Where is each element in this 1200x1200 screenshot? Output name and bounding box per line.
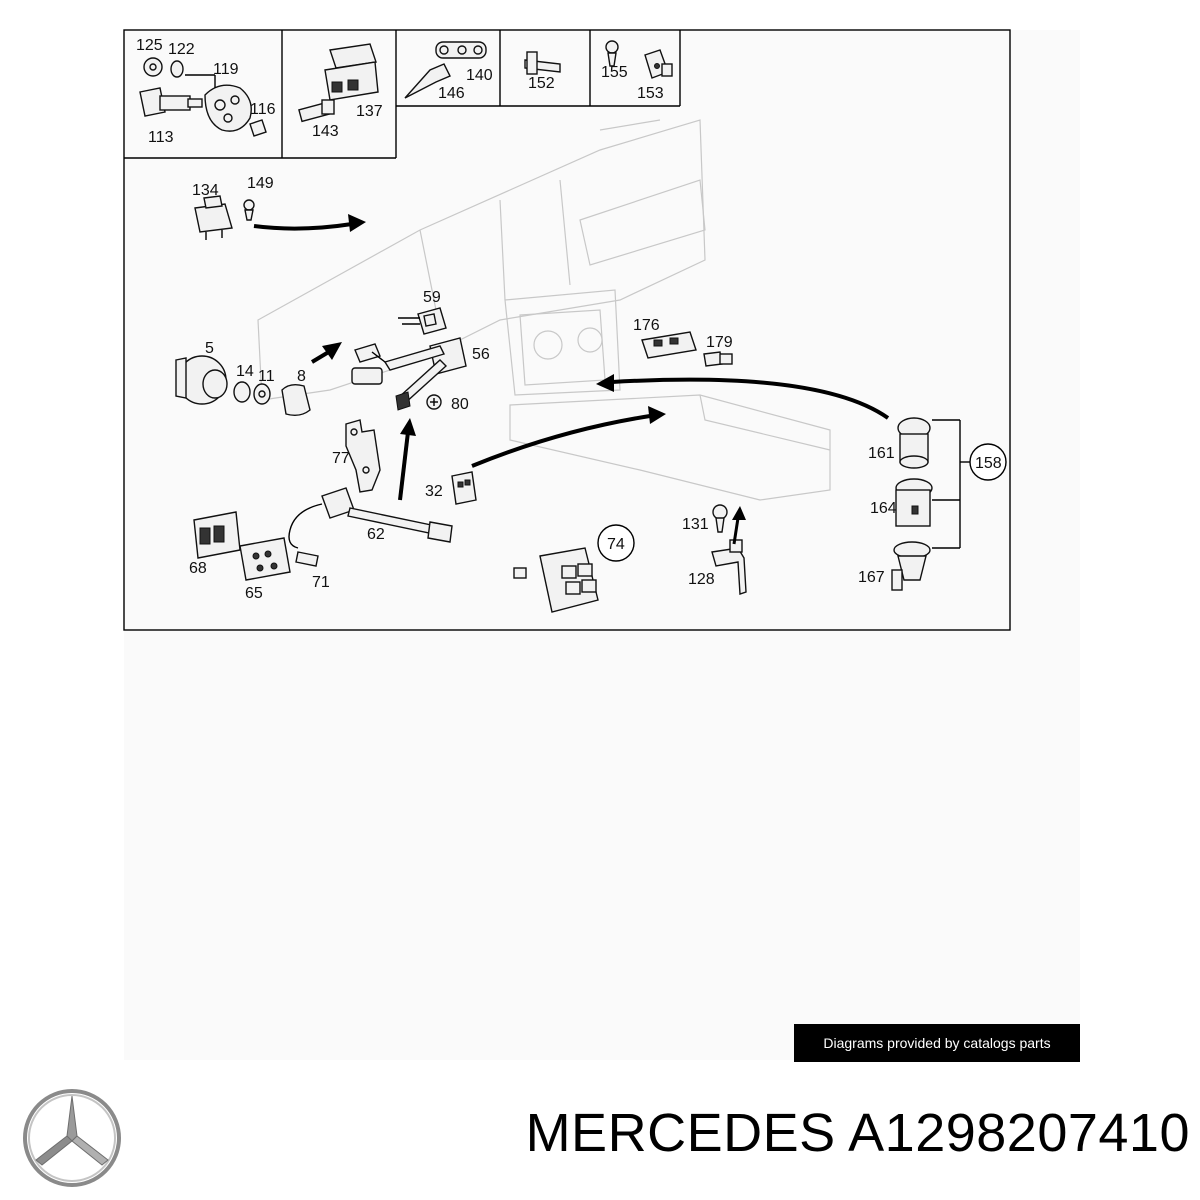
label-153: 153: [637, 85, 664, 102]
label-179: 179: [706, 334, 733, 351]
label-158: 158: [975, 455, 1002, 472]
label-164: 164: [870, 500, 897, 517]
part-152-group: [524, 51, 561, 75]
part-5-group: [175, 355, 311, 417]
part-68-group: [193, 511, 319, 581]
label-146: 146: [438, 85, 465, 102]
label-77: 77: [332, 450, 350, 467]
part-134-group: [194, 195, 255, 240]
label-176: 176: [633, 317, 660, 334]
part-128-group: [711, 504, 747, 595]
label-11: 11: [258, 368, 275, 385]
label-62: 62: [367, 526, 385, 543]
label-80: 80: [451, 396, 469, 413]
callout-labels: 125 122 119 116 113 137 143 140 146 152 …: [136, 37, 1002, 602]
label-74: 74: [607, 536, 625, 553]
part-155-group: [605, 40, 673, 79]
label-116: 116: [250, 101, 276, 118]
label-65: 65: [245, 585, 263, 602]
label-125: 125: [136, 37, 163, 54]
label-149: 149: [247, 175, 274, 192]
part-137-group: [298, 43, 379, 123]
callout-circle-74: [597, 524, 635, 562]
dashboard-outline: [257, 119, 831, 501]
part-caption: MERCEDES A1298207410: [525, 1103, 1190, 1163]
part-32-group: [451, 471, 477, 505]
label-59: 59: [423, 289, 441, 306]
part-56-group: [351, 337, 467, 411]
part-140-group: [404, 41, 487, 99]
mercedes-star-icon: [20, 1086, 124, 1190]
label-137: 137: [356, 103, 383, 120]
part-59-group: [398, 307, 447, 335]
part-113-group: [139, 57, 267, 137]
label-167: 167: [858, 569, 885, 586]
diagram-frame: [123, 29, 1011, 631]
label-152: 152: [528, 75, 555, 92]
label-119: 119: [213, 61, 239, 78]
label-122: 122: [168, 41, 195, 58]
diagram-credit-badge: Diagrams provided by catalogs parts: [794, 1024, 1080, 1062]
label-140: 140: [466, 67, 493, 84]
label-56: 56: [472, 346, 490, 363]
label-113: 113: [148, 129, 174, 146]
label-32: 32: [425, 483, 443, 500]
label-5: 5: [205, 340, 214, 357]
label-155: 155: [601, 64, 628, 81]
label-71: 71: [312, 574, 330, 591]
part-62-group: [288, 487, 453, 549]
part-74-group: [513, 547, 599, 613]
group-158-bracket: [932, 419, 972, 549]
callout-circle-158: [969, 443, 1007, 481]
label-14: 14: [236, 363, 254, 380]
label-128: 128: [688, 571, 715, 588]
label-143: 143: [312, 123, 339, 140]
label-134: 134: [192, 182, 219, 199]
label-8: 8: [297, 368, 306, 385]
part-176-group: [641, 331, 733, 367]
part-161-group: [891, 417, 933, 591]
label-161: 161: [868, 445, 895, 462]
label-131: 131: [682, 516, 709, 533]
arrows: [253, 214, 890, 545]
part-77-group: [345, 419, 381, 493]
label-68: 68: [189, 560, 207, 577]
